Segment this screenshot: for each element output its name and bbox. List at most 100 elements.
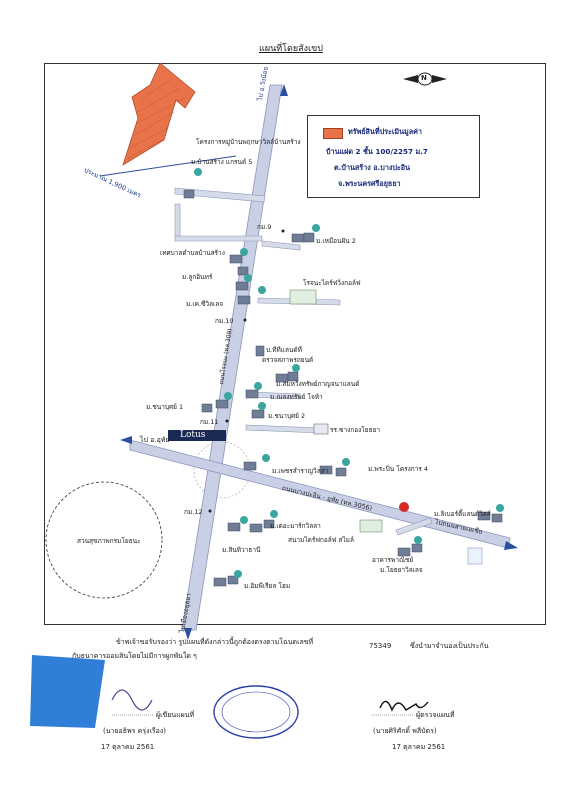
landmark-label: ม.สมหวังทรัพย์กาญจนาแลนด์ (276, 380, 360, 388)
compass-rose (403, 72, 447, 86)
official-stamp (213, 685, 299, 739)
landmark-label: ม.ลิเบอร์ตี้แลนด์วิลล์ (434, 510, 491, 518)
tree-icon (240, 248, 248, 256)
tree-icon (244, 274, 252, 282)
house-icon (319, 465, 333, 475)
small-map-icon (467, 547, 483, 565)
landmark-label: ม.ชนาบุศย์ 1 (146, 403, 184, 411)
tree-icon (258, 402, 266, 410)
signer-left-name: (นายอธิพร ครุ่งเรือง) (103, 727, 166, 735)
landmark-label: ม.ลูกอินทร์ (182, 273, 213, 281)
house-icon (237, 295, 251, 305)
signature-left (111, 689, 153, 711)
landmark-label: อาคารพาณิชย์ (372, 556, 414, 564)
house-icon (249, 523, 263, 533)
arrow-east (504, 541, 518, 550)
house-icon (251, 409, 265, 419)
appraised-parcel (122, 62, 196, 166)
house-icon (243, 461, 257, 471)
arrow-north (280, 84, 288, 96)
tree-icon (496, 504, 504, 512)
lotus-logo-box (168, 430, 226, 441)
house-icon (183, 189, 195, 199)
soi-lower-r (395, 517, 433, 536)
house-icon (491, 513, 503, 523)
soi-upper (261, 240, 301, 251)
landmark-label: รร.ซางกองโยธยา (330, 426, 381, 434)
house-icon (227, 575, 239, 585)
km-marker: กม.11 (200, 418, 219, 426)
tree-icon (240, 516, 248, 524)
tree-icon (234, 570, 242, 578)
house-icon (397, 547, 411, 557)
lotus-label: Lotus (180, 430, 206, 440)
legend-line3: จ.พระนครศรีอยุธยา (338, 179, 401, 188)
blue-shape (30, 655, 105, 728)
legend-line1: บ้านแฝด 2 ชั้น 100/2257 ม.7 (326, 147, 428, 156)
landmark-label: ม.สินทิวาธานี (222, 546, 261, 554)
legend-label: ทรัพย์สินที่ประเมินมูลค่า (348, 127, 422, 136)
house-icon (303, 232, 315, 243)
certify-line1b: ซึ่งนำมาจำนองเป็นประกัน (410, 642, 489, 650)
soi-right-2 (245, 424, 321, 434)
landmark-label: ม.เหมือนฝัน 2 (316, 237, 356, 245)
soi-top (174, 187, 266, 203)
landmark-label: ม.บ้านสร้าง แกรนด์ 5 (191, 158, 253, 166)
tree-icon (258, 286, 266, 294)
arrow-south (184, 628, 192, 640)
landmark-label: ม.ณลงทรัพย์ โจห้า (270, 393, 323, 401)
golf-field-icon (289, 289, 317, 305)
signer-left-role: ผู้เขียนแผนที่ (156, 711, 195, 719)
legend-box: ทรัพย์สินที่ประเมินมูลค่า บ้านแฝด 2 ชั้น… (307, 115, 480, 198)
landmark-label: สนามไดร์ฟกอล์ฟ สไมล์ (288, 536, 354, 544)
tree-icon (270, 510, 278, 518)
landmark-label: ม.ชนาบุศย์ 2 (268, 412, 306, 420)
landmark-label: ม.อิมพีเรียล โฮม (244, 582, 291, 590)
tree-icon (224, 392, 232, 400)
landmark-label: โครงการหมู่บ้านพฤกษาวิลล์บ้านสร้าง (196, 138, 301, 146)
legend-line2: ต.บ้านสร้าง อ.บางปะอิน (334, 163, 411, 172)
signer-right-date: 17 ตุลาคม 2561 (392, 743, 446, 751)
soi-top-2 (174, 203, 181, 237)
tree-icon (254, 382, 262, 390)
house-icon (335, 467, 347, 477)
house-icon (263, 519, 275, 529)
signature-right (379, 700, 429, 712)
landmark-label: ม.โยธยาวิลเลจ (380, 566, 423, 574)
road-309 (181, 84, 283, 631)
compass-letter: N (421, 74, 427, 82)
km-marker: กม.10 (215, 317, 234, 325)
house-icon (255, 345, 265, 357)
house-icon (245, 389, 259, 399)
page-title: แผนที่โดยสังเขป (259, 44, 323, 54)
house-icon (237, 266, 249, 276)
house-icon (477, 511, 491, 521)
landmark-label: บ.ทีทีแลนด์ที่ (266, 346, 302, 354)
tree-icon (194, 168, 202, 176)
landmark-label: สวนสุขภาพกรมโยธนะ (77, 537, 141, 545)
tree-icon (312, 224, 320, 232)
house-icon (213, 577, 227, 587)
tree-icon (342, 458, 350, 466)
signer-right-name: (นายศิริศักดิ์ พลีบัตร) (373, 727, 437, 735)
golf-field-icon (359, 519, 383, 533)
tree-icon (292, 364, 300, 372)
landmark-label: ตรวจสภาพรถยนต์ (262, 356, 314, 364)
signer-right-role: ผู้ตรวจแผนที่ (416, 711, 455, 719)
certify-line2: กับธนาคารออมสินโดยไม่มีการผูกพันใด ๆ (72, 652, 197, 660)
tree-icon (262, 454, 270, 462)
landmark-label: ม.เพชรสำราญวิลล่า (272, 467, 329, 475)
map-frame (44, 63, 546, 625)
km-marker: กม.12 (184, 508, 203, 516)
house-icon (411, 543, 423, 553)
house-icon (229, 254, 243, 264)
legend-swatch (323, 128, 343, 139)
certify-line1: ข้าพเจ้าขอรับรองว่า รูปแผนที่ดังกล่าวนี้… (116, 638, 314, 646)
school-icon (313, 423, 329, 435)
house-icon (291, 233, 305, 243)
distance-line (99, 155, 237, 177)
signer-left-date: 17 ตุลาคม 2561 (101, 743, 155, 751)
landmark-label: เทศบาลตำบลบ้านสร้าง (160, 249, 225, 257)
arrow-west (120, 436, 132, 444)
